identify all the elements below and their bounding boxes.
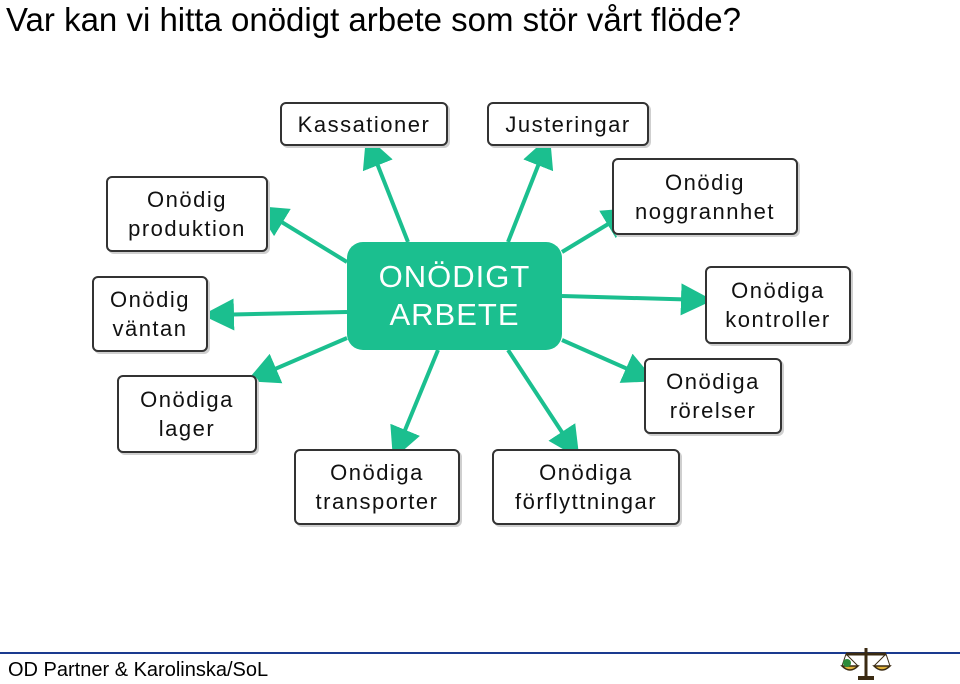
box-justeringar-label: Justeringar <box>505 111 631 137</box>
box-onodig-noggrannhet-label: Onödig noggrannhet <box>634 169 776 224</box>
box-onodig-produktion: Onödig produktion <box>106 176 268 252</box>
box-kassationer: Kassationer <box>280 102 448 146</box>
box-onodig-produktion-label: Onödig produktion <box>128 187 246 241</box>
footer-divider <box>0 652 960 654</box>
box-onodiga-kontroller-label: Onödiga kontroller <box>725 278 831 332</box>
page-title: Var kan vi hitta onödigt arbete som stör… <box>6 1 741 38</box>
box-onodiga-lager: Onödiga lager <box>117 375 257 453</box>
box-onodiga-rorelser: Onödiga rörelser <box>644 358 782 434</box>
box-kassationer-label: Kassationer <box>297 111 431 137</box>
center-label: ONÖDIGT ARBETE <box>378 259 531 332</box>
arrow-lager <box>246 336 348 384</box>
box-onodiga-rorelser-label: Onödiga rörelser <box>666 369 760 423</box>
footer-text: OD Partner & Karolinska/SoL <box>8 659 269 681</box>
arrow-vantan <box>202 298 348 331</box>
box-onodiga-lager-label: Onödiga lager <box>140 387 234 441</box>
box-onodiga-forflyttningar: Onödiga förflyttningar <box>492 449 680 525</box>
box-onodig-vantan: Onödig väntan <box>92 276 208 352</box>
box-onodig-vantan-label: Onödig väntan <box>110 287 190 341</box>
box-onodig-noggrannhet: Onödig noggrannhet <box>612 158 798 235</box>
box-onodiga-forflyttningar-label: Onödiga förflyttningar <box>514 460 658 514</box>
arrow-rorelser <box>561 338 656 383</box>
arrow-transporter <box>390 349 440 460</box>
box-onodiga-transporter: Onödiga transporter <box>294 449 460 525</box>
arrow-forflyttningar <box>506 348 580 459</box>
arrow-kontroller <box>561 283 713 316</box>
box-onodiga-transporter-label: Onödiga transporter <box>315 460 439 514</box>
arrow-produktion <box>255 205 349 264</box>
box-justeringar: Justeringar <box>487 102 649 146</box>
arrow-kassationer <box>362 135 410 243</box>
arrow-justeringar <box>506 135 554 243</box>
scales-icon <box>840 648 892 680</box>
box-onodiga-kontroller: Onödiga kontroller <box>705 266 851 344</box>
center-onodigt-arbete: ONÖDIGT ARBETE <box>347 242 562 350</box>
